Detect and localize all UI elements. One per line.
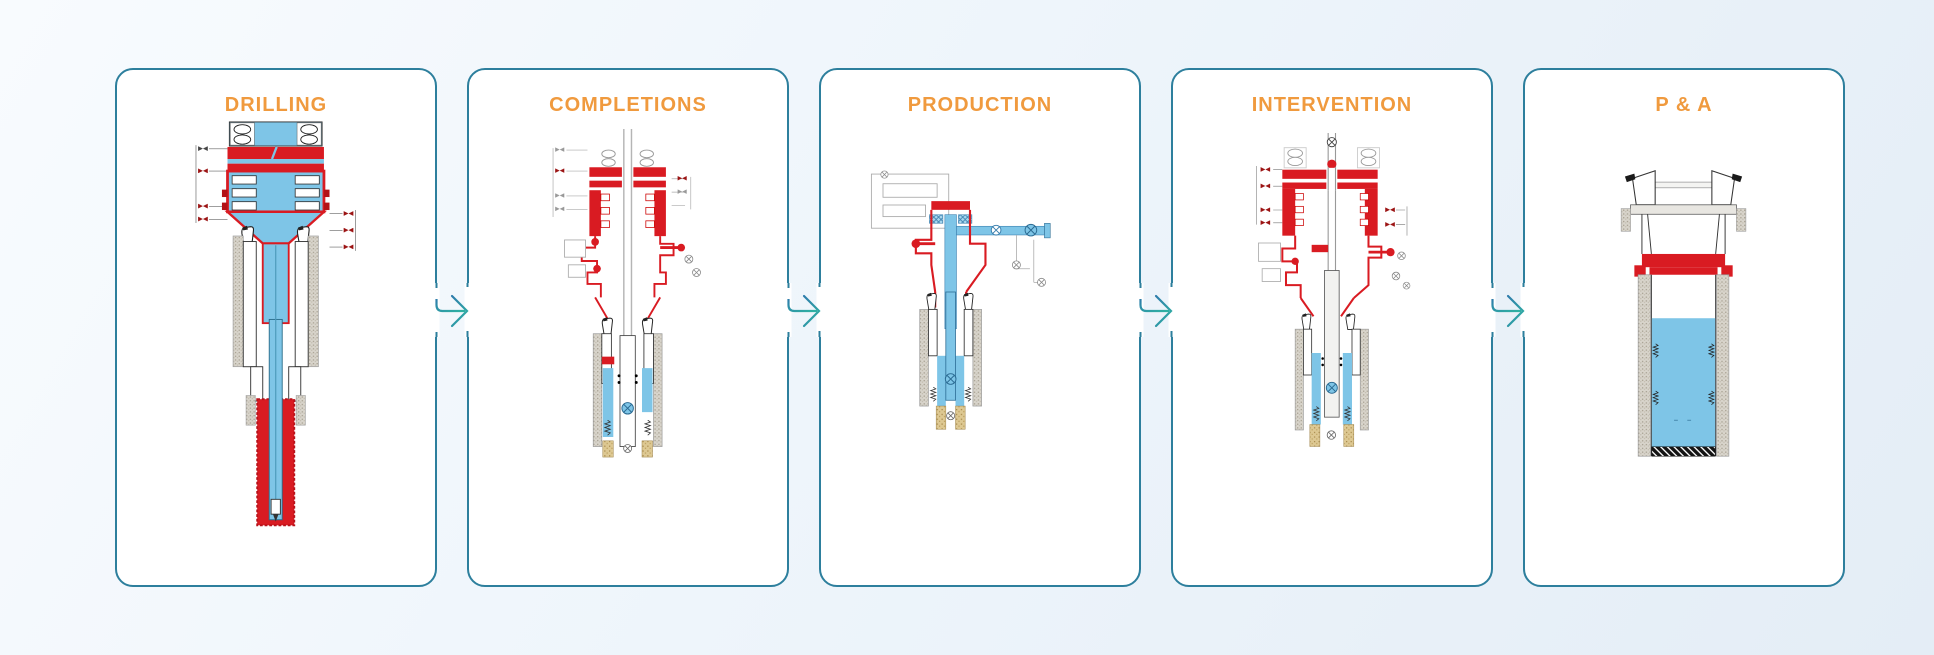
- production-tree-diagram: [871, 170, 1051, 430]
- diagram-wrap: [117, 117, 435, 585]
- diagram-wrap: [1525, 117, 1843, 585]
- arrow-right-icon: [433, 283, 471, 337]
- arrow-right-icon: [785, 283, 823, 337]
- stage-card-completions: COMPLETIONS: [467, 68, 789, 587]
- stage-title: PRODUCTION: [907, 94, 1053, 116]
- stage-card-intervention: INTERVENTION: [1171, 68, 1493, 587]
- intervention-diagram: [1256, 133, 1411, 447]
- diagram-wrap: [1173, 117, 1491, 585]
- stage-title: COMPLETIONS: [549, 94, 707, 116]
- completions-diagram: [553, 129, 702, 458]
- stage-title: P & A: [1655, 94, 1713, 116]
- plug-and-abandon-diagram: [1621, 170, 1747, 457]
- diagram-wrap: [821, 117, 1139, 585]
- stage-card-production: PRODUCTION: [819, 68, 1141, 587]
- arrow-right-icon: [1137, 283, 1175, 337]
- stage-card-p-and-a: P & A: [1523, 68, 1845, 587]
- drilling-bop-diagram: [195, 121, 357, 527]
- diagram-wrap: [469, 117, 787, 585]
- stage-card-drilling: DRILLING: [115, 68, 437, 587]
- stage-title: INTERVENTION: [1251, 94, 1413, 116]
- arrow-right-icon: [1489, 283, 1527, 337]
- stage-title: DRILLING: [224, 94, 328, 116]
